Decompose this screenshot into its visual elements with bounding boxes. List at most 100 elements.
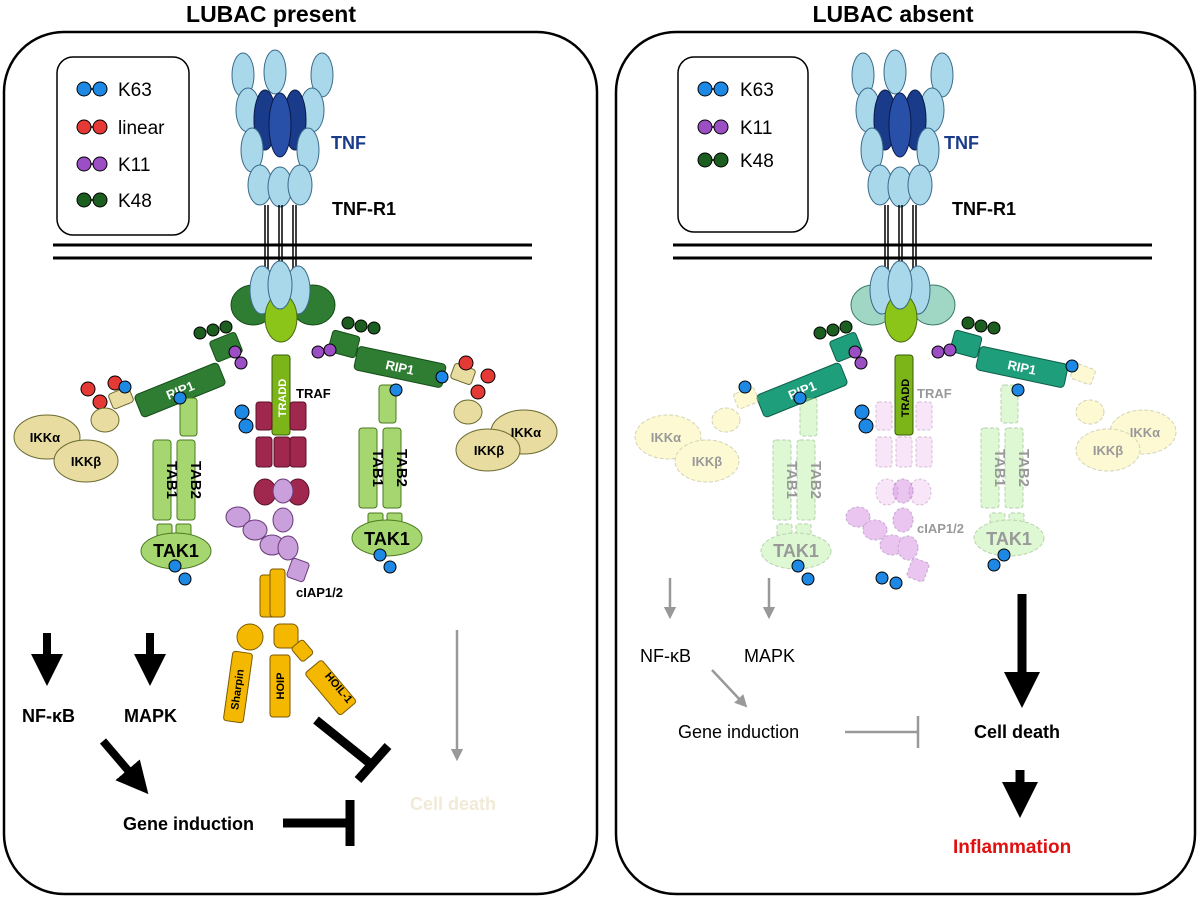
sharpin-label: Sharpin: [229, 668, 247, 710]
tnf-label: TNF: [331, 133, 366, 153]
lubac-inhibits-cell-death: [313, 716, 392, 783]
k48-chains: [813, 316, 1001, 340]
ikk-complex-right-faded: [1070, 363, 1177, 472]
tab1-label: TAB1: [369, 449, 386, 487]
legend-k63: K63: [697, 80, 774, 101]
mapk-label: MAPK: [124, 706, 177, 726]
hoip-label: HOIP: [275, 673, 287, 700]
k48-chain-icon: [76, 192, 92, 208]
legend: K63 K11 K48: [677, 56, 809, 233]
rip1-right: RIP1: [949, 329, 1069, 388]
ciap-complex: [225, 478, 310, 583]
gene-induction-inhibits-cell-death-weak: [845, 716, 920, 748]
receptor-death-domain-complex: [230, 260, 336, 343]
k63-chain-icon: [697, 81, 713, 97]
cell-death-label-faded: Cell death: [410, 794, 496, 814]
panel-lubac-present: LUBAC present K63 linear K11: [2, 1, 599, 896]
rip1-right: RIP1: [327, 329, 476, 388]
legend-k48: K48: [697, 151, 774, 172]
ikkb-label: IKKβ: [692, 454, 722, 469]
panel-title: LUBAC absent: [812, 1, 973, 27]
k48-chain-icon: [697, 152, 713, 168]
ciap-label: cIAP1/2: [917, 521, 964, 536]
lubac-complex: [223, 568, 357, 724]
cell-death-label: Cell death: [974, 722, 1060, 742]
tak1-label: TAK1: [364, 529, 410, 549]
ikk-complex-left-faded: [634, 386, 759, 483]
panel-title: LUBAC present: [186, 1, 356, 27]
legend-box: [56, 56, 190, 236]
tnfr1-label: TNF-R1: [332, 199, 396, 219]
legend-k11: K11: [697, 118, 772, 139]
linear-chains: [80, 355, 496, 410]
tnf-ligand: [851, 49, 954, 208]
tradd: TRADD: [894, 354, 914, 436]
panel-lubac-absent: LUBAC absent K63 K11 K48: [614, 1, 1197, 896]
ikkb-label: IKKβ: [71, 454, 101, 469]
ikkb-label: IKKβ: [1093, 443, 1123, 458]
tnf-ligand: [231, 49, 334, 208]
ikka-label: IKKα: [30, 430, 60, 445]
legend-label: K48: [118, 191, 152, 212]
legend-label: K11: [118, 155, 150, 176]
k63-chains: [738, 359, 1079, 590]
legend-label: K63: [740, 80, 774, 101]
plasma-membrane: [673, 243, 1152, 260]
traf-complex: [253, 401, 310, 506]
tab1-label: TAB1: [991, 449, 1008, 487]
traf-label: TRAF: [917, 386, 952, 401]
legend-box: [677, 56, 809, 233]
k63-chain-icon: [76, 81, 92, 97]
k63-chains: [118, 370, 449, 586]
legend-label: linear: [118, 118, 165, 139]
legend-k11: K11: [76, 155, 150, 176]
ikka-label: IKKα: [511, 425, 541, 440]
k48-chains: [193, 316, 381, 340]
traf-complex-faded: [875, 401, 933, 506]
rip1-label: RIP1: [384, 357, 415, 378]
mapk-label: MAPK: [744, 646, 795, 666]
k11-chains: [228, 343, 337, 370]
tradd-label: TRADD: [277, 379, 289, 418]
rip1-label: RIP1: [1006, 357, 1037, 378]
legend: K63 linear K11 K48: [56, 56, 190, 236]
legend-label: K63: [118, 80, 152, 101]
nfkb-label: NF-κB: [640, 646, 691, 666]
linear-chain-icon: [76, 119, 92, 135]
traf-label: TRAF: [296, 386, 331, 401]
tab2-label: TAB2: [1015, 449, 1032, 487]
tab1-label: TAB1: [163, 461, 180, 499]
ikkb-label: IKKβ: [474, 443, 504, 458]
legend-linear: linear: [76, 118, 165, 139]
k11-chain-icon: [76, 156, 92, 172]
ciap-label: cIAP1/2: [296, 585, 343, 600]
cell-boundary: [614, 30, 1197, 896]
tab2-label: TAB2: [187, 461, 204, 499]
ikka-label: IKKα: [651, 430, 681, 445]
tradd: TRADD: [271, 354, 291, 436]
nfkb-label: NF-κB: [22, 706, 75, 726]
tab1-label: TAB1: [783, 461, 800, 499]
gene-induction-arrow-weak: [711, 669, 748, 708]
tab2-label: TAB2: [393, 449, 410, 487]
tnfr1-label: TNF-R1: [952, 199, 1016, 219]
ikk-complex-left: IKKα IKKβ: [13, 407, 120, 483]
legend-k48: K48: [76, 191, 152, 212]
ikka-label: IKKα: [1130, 425, 1160, 440]
k11-chains: [848, 343, 957, 370]
tradd-label: TRADD: [900, 379, 912, 418]
legend-k63: K63: [76, 80, 152, 101]
ikk-complex-right: IKKα IKKβ: [453, 399, 558, 472]
legend-label: K11: [740, 118, 772, 139]
gene-induction-inhibits-cell-death: [283, 800, 355, 846]
tab-tak-complex-left: TAB1 TAB2 TAK1: [140, 397, 212, 570]
gene-induction-label: Gene induction: [123, 814, 254, 834]
legend-label: K48: [740, 151, 774, 172]
tab2-label: TAB2: [807, 461, 824, 499]
plasma-membrane: [53, 243, 532, 260]
tak1-label: TAK1: [153, 541, 199, 561]
tnf-label: TNF: [944, 133, 979, 153]
tab-tak-complex-left-faded: [760, 397, 832, 570]
receptor-death-domain-complex: [850, 260, 956, 343]
